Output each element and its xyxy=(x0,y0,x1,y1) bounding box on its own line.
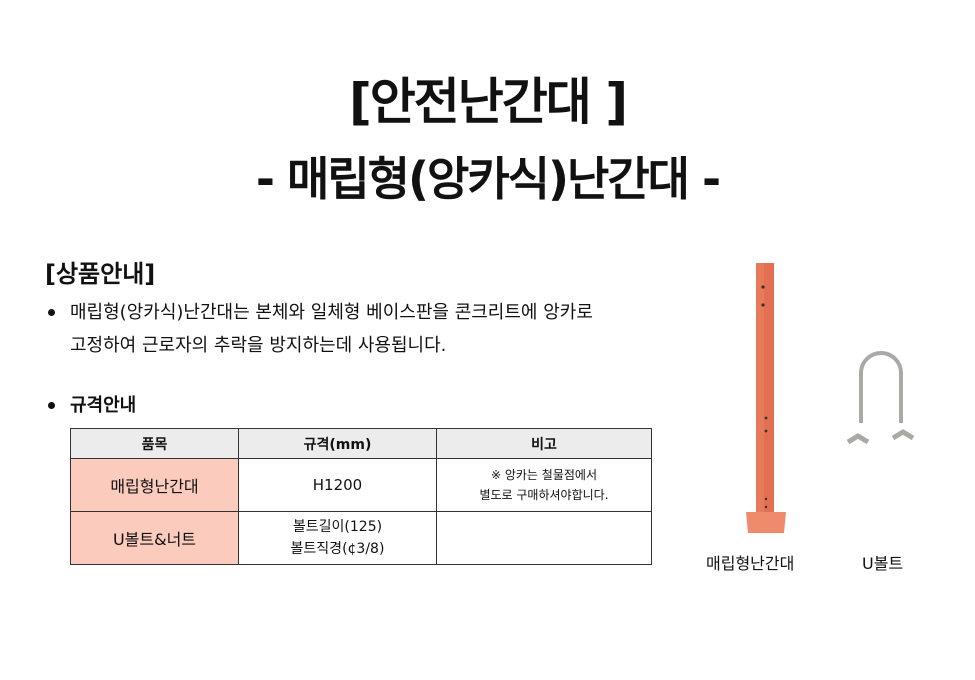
spec-heading: 규격안내 xyxy=(70,395,137,416)
header-note: 비고 xyxy=(436,428,652,459)
spec-cell: 볼트길이(125) 볼트직경(¢3/8) xyxy=(238,511,437,565)
header-item: 품목 xyxy=(70,428,239,459)
title-line2: - 매립형(앙카식)난간대 - xyxy=(255,152,721,206)
bullet-icon xyxy=(48,309,55,316)
rail-image xyxy=(746,263,786,533)
description-line1: 매립형(앙카식)난간대는 본체와 일체형 베이스판을 콘크리트에 앙카로 xyxy=(70,302,593,323)
description-bullet: 매립형(앙카식)난간대는 본체와 일체형 베이스판을 콘크리트에 앙카로 고정하… xyxy=(48,296,593,362)
title-line1: [안전난간대 ] xyxy=(348,73,628,131)
ubolt-caption: U볼트 xyxy=(862,554,904,573)
spec-bullet: 규격안내 xyxy=(48,389,136,422)
spec-line: 볼트직경(¢3/8) xyxy=(290,541,385,557)
note-cell xyxy=(436,511,652,565)
item-cell: U볼트&너트 xyxy=(70,511,239,565)
table-row: U볼트&너트 볼트길이(125) 볼트직경(¢3/8) xyxy=(70,511,652,565)
item-cell: 매립형난간대 xyxy=(70,458,239,512)
note-line: 별도로 구매하셔야합니다. xyxy=(479,488,609,502)
rail-caption: 매립형난간대 xyxy=(706,554,795,573)
section-title: [상품안내] xyxy=(45,260,156,288)
bullet-icon xyxy=(48,402,55,409)
u-bolt-image xyxy=(846,351,915,445)
header-spec: 규격(mm) xyxy=(238,428,437,459)
product-images xyxy=(746,263,915,533)
note-line: ※ 앙카는 철물점에서 xyxy=(490,468,597,482)
table-header-row: 품목 규격(mm) 비고 xyxy=(70,428,652,459)
spec-line: 볼트길이(125) xyxy=(292,519,383,535)
spec-cell: H1200 xyxy=(238,458,437,512)
description-line2: 고정하여 근로자의 추락을 방지하는데 사용됩니다. xyxy=(70,335,447,356)
